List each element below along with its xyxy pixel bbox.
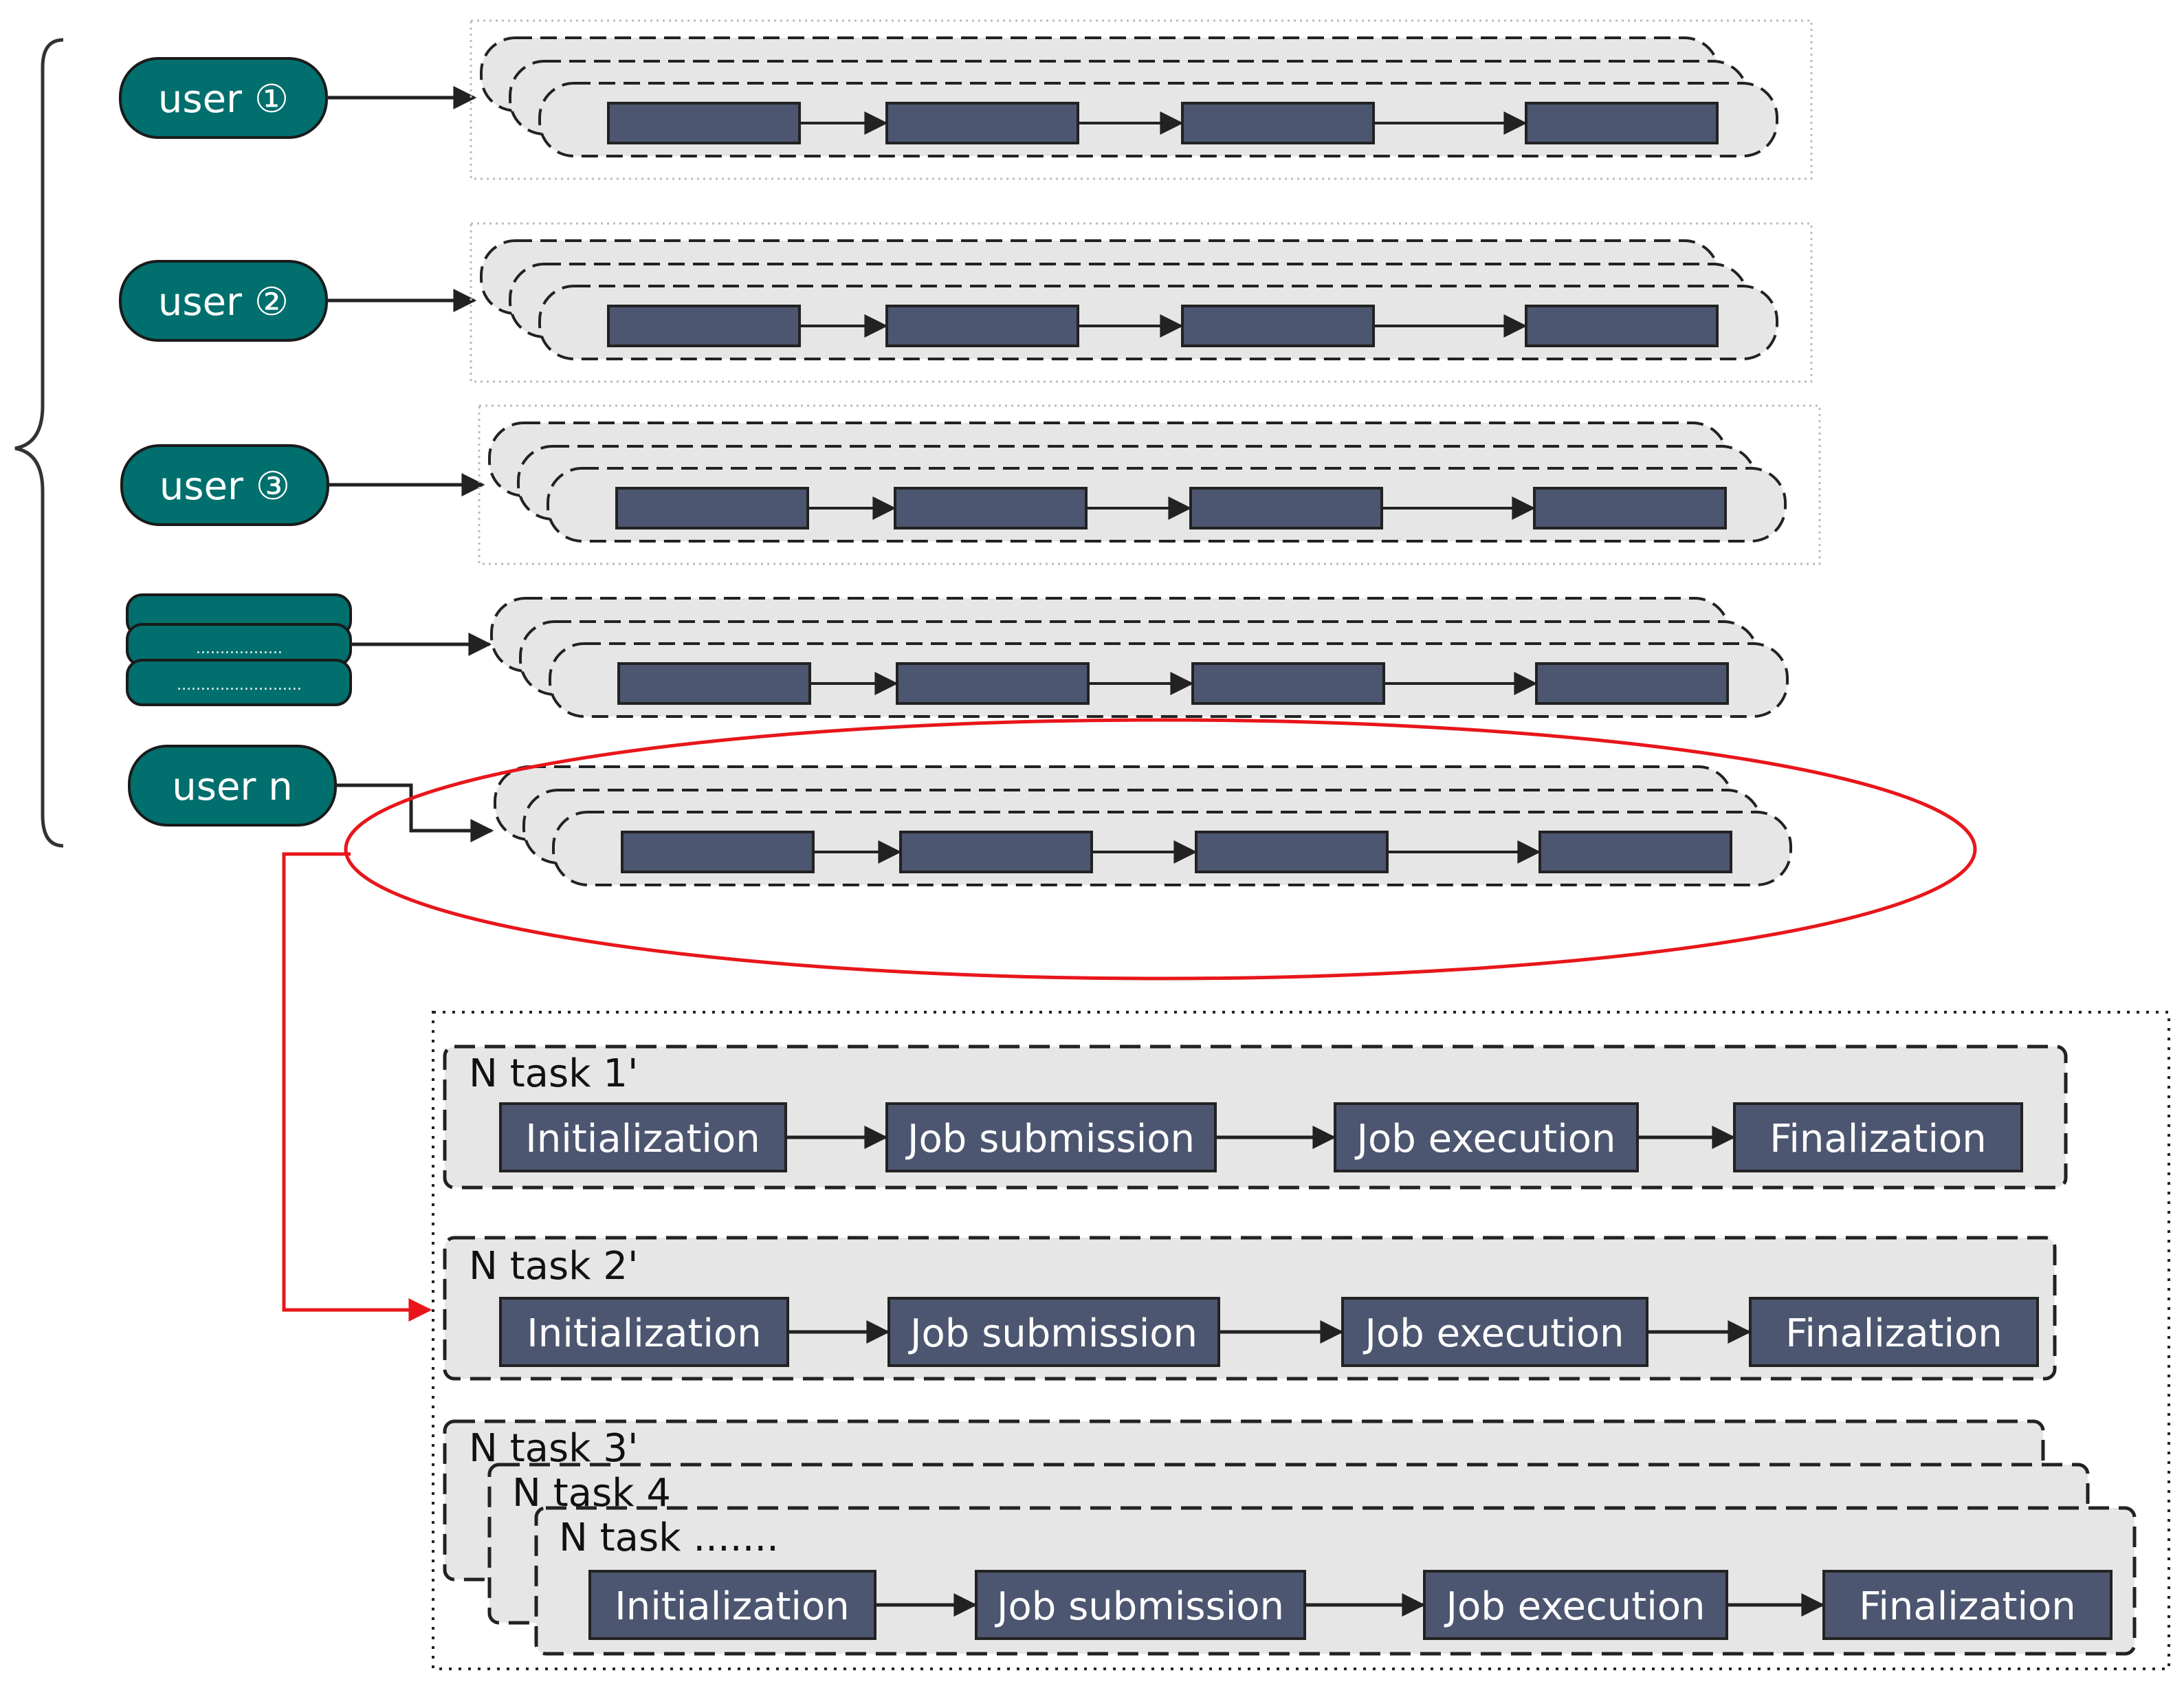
user-group-brace [14, 38, 64, 848]
user-2-node: user ② [119, 260, 328, 342]
task-1-step-2-label: Job submission [905, 1117, 1195, 1161]
task-1-title: N task 1' [469, 1051, 638, 1096]
user-lane-step [899, 831, 1093, 873]
task-1-lane: N task 1' Initialization Job submission … [443, 1045, 2068, 1190]
user-lane-step [1191, 662, 1385, 705]
task-1-step-1: Initialization [499, 1102, 787, 1172]
user-lane-layer [538, 82, 1778, 157]
user-3-label: user ③ [159, 464, 290, 509]
task-more-step-2: Job submission [975, 1570, 1306, 1640]
user-lane-step [621, 831, 815, 873]
task-more-step-4: Finalization [1822, 1570, 2113, 1640]
user-lane-step [607, 102, 801, 144]
user-lane-1 [470, 19, 1813, 180]
task-1-step-1-label: Initialization [525, 1117, 760, 1161]
user-1-node: user ① [119, 57, 328, 139]
user-lane-step [894, 487, 1088, 529]
task-more-step-4-label: Finalization [1859, 1584, 2076, 1629]
user-1-label: user ① [158, 77, 289, 122]
user-lane-step [1525, 305, 1719, 347]
user-lane-step [1195, 831, 1389, 873]
user-lane-step [1535, 662, 1729, 705]
user-lane-frame [470, 19, 1813, 180]
user-n-label: user n [172, 765, 292, 809]
more-users-dots-1: .................. [196, 640, 283, 657]
task-2-step-4-label: Finalization [1785, 1311, 2003, 1356]
user-2-label: user ② [158, 280, 289, 325]
task-more-step-3: Job execution [1423, 1570, 1728, 1640]
user-lane-step [615, 487, 809, 529]
task-1-step-4-label: Finalization [1769, 1117, 1987, 1161]
zoom-connector-arrow [282, 852, 432, 1322]
user-lane-step [1181, 305, 1375, 347]
user-n-node: user n [128, 745, 337, 827]
user-lane-step [885, 305, 1079, 347]
task-1-step-3-label: Job execution [1354, 1117, 1615, 1161]
user-lane-3 [478, 404, 1821, 565]
task-more-step-1: Initialization [588, 1570, 876, 1640]
task-2-title: N task 2' [469, 1244, 638, 1289]
user-lane-step [607, 305, 801, 347]
user-lane-step [1181, 102, 1375, 144]
task-2-step-1: Initialization [499, 1297, 789, 1367]
task-2-step-2: Job submission [887, 1297, 1220, 1367]
user-lane-stacks [470, 19, 1821, 886]
more-users-dots-2: .......................... [177, 677, 302, 694]
task-2-step-3: Job execution [1341, 1297, 1648, 1367]
task-1-step-4: Finalization [1733, 1102, 2023, 1172]
user-lane-step [1533, 487, 1727, 529]
highlight-ellipse [344, 718, 1977, 981]
user-3-node: user ③ [120, 444, 329, 526]
user-lane-frame [478, 404, 1821, 565]
more-users-stack: .................. .....................… [126, 593, 352, 706]
user-lane-4 [490, 597, 1789, 718]
task-2-step-4: Finalization [1749, 1297, 2039, 1367]
task-more-step-1-label: Initialization [615, 1584, 850, 1629]
task-1-step-2: Job submission [885, 1102, 1217, 1172]
task-2-lane: N task 2' Initialization Job submission … [443, 1236, 2057, 1381]
user-lane-step [1538, 831, 1732, 873]
user-lane-layer [538, 285, 1778, 360]
user-lane-step [1525, 102, 1719, 144]
user-lane-step [1189, 487, 1383, 529]
user-lane-2 [470, 222, 1813, 383]
user-lane-layer [552, 811, 1792, 886]
user-lane-step [896, 662, 1090, 705]
user-lane-5 [494, 765, 1792, 886]
task-more-lane [534, 1506, 2137, 1656]
user-lane-layer [549, 642, 1789, 718]
user-lane-step [885, 102, 1079, 144]
user-lane-step [617, 662, 811, 705]
task-more-step-2-label: Job submission [995, 1584, 1284, 1629]
task-more-step-3-label: Job execution [1444, 1584, 1705, 1629]
task-more-title: N task ....... [559, 1516, 779, 1560]
detail-panel [432, 1011, 2170, 1670]
task-2-step-2-label: Job submission [908, 1311, 1198, 1356]
task-1-step-3: Job execution [1334, 1102, 1639, 1172]
user-lane-frame [470, 222, 1813, 383]
task-2-step-1-label: Initialization [527, 1311, 762, 1356]
task-2-step-3-label: Job execution [1363, 1311, 1624, 1356]
user-n-arrow [335, 783, 494, 842]
user-lane-layer [547, 467, 1787, 543]
task-stack: N task 3' N task 4 N task ....... Initia… [443, 1419, 2137, 1656]
